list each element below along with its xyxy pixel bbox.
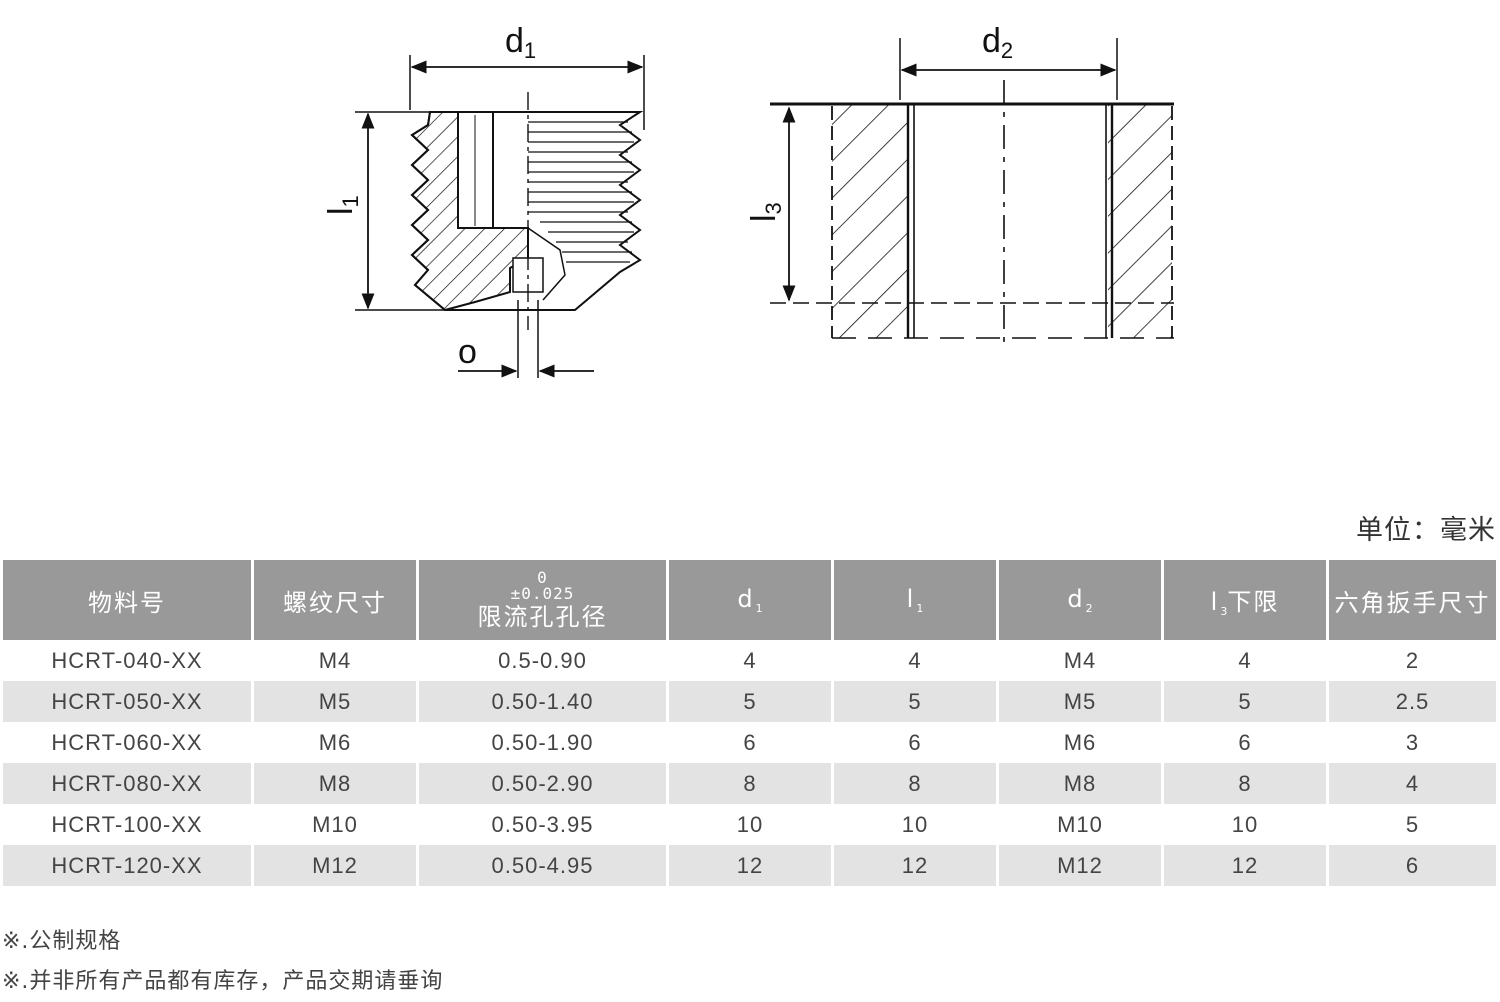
- cell-l1: 8: [834, 763, 999, 804]
- cell-d2: M4: [999, 640, 1164, 681]
- notes: ※.公制规格 ※.并非所有产品都有库存，产品交期请垂询: [2, 922, 443, 1002]
- cell-thread-size: M5: [254, 681, 419, 722]
- cell-l1: 10: [834, 804, 999, 845]
- cell-l3-min: 10: [1164, 804, 1329, 845]
- cell-l3-min: 12: [1164, 845, 1329, 886]
- cell-thread-size: M10: [254, 804, 419, 845]
- cell-d1: 10: [669, 804, 834, 845]
- cell-hex-key-size: 2.5: [1329, 681, 1496, 722]
- cell-orifice-diameter: 0.5-0.90: [419, 640, 669, 681]
- cell-hex-key-size: 6: [1329, 845, 1496, 886]
- cell-d2: M6: [999, 722, 1164, 763]
- header-d2: d2: [999, 560, 1164, 640]
- table-header-row: 物料号 螺纹尺寸 0 ±0.025 限流孔孔径 d1 l1 d2 l3下限 六角…: [3, 560, 1496, 640]
- header-thread-size: 螺纹尺寸: [254, 560, 419, 640]
- dim-l1-label: l1: [322, 195, 363, 215]
- cell-l1: 4: [834, 640, 999, 681]
- header-l3-min: l3下限: [1164, 560, 1329, 640]
- cell-part-no: HCRT-040-XX: [3, 640, 254, 681]
- cell-thread-size: M6: [254, 722, 419, 763]
- cell-hex-key-size: 2: [1405, 647, 1420, 673]
- cell-d1: 8: [669, 763, 834, 804]
- cell-part-no: HCRT-080-XX: [3, 763, 254, 804]
- cell-part-no: HCRT-100-XX: [3, 804, 254, 845]
- cell-orifice-diameter: 0.50-1.40: [419, 681, 669, 722]
- cell-d1: 12: [669, 845, 834, 886]
- header-l1: l1: [834, 560, 999, 640]
- cell-thread-size: M12: [254, 845, 419, 886]
- dim-l3-label: l3: [745, 202, 786, 222]
- cell-hex-key-size: 3: [1405, 729, 1420, 755]
- dim-d1-label: d1: [505, 22, 536, 63]
- spec-table: 物料号 螺纹尺寸 0 ±0.025 限流孔孔径 d1 l1 d2 l3下限 六角…: [3, 560, 1496, 886]
- cell-orifice-diameter: 0.50-4.95: [419, 845, 669, 886]
- cell-part-no: HCRT-060-XX: [3, 722, 254, 763]
- cell-l1: 5: [834, 681, 999, 722]
- header-tolerance-upper: 0: [537, 567, 548, 587]
- cell-l3-min: 8: [1164, 763, 1329, 804]
- mounting-hole-section-view: [770, 38, 1174, 346]
- cell-d2: M5: [999, 681, 1164, 722]
- cell-l1: 12: [834, 845, 999, 886]
- cell-orifice-diameter: 0.50-2.90: [419, 763, 669, 804]
- cell-l3-min: 5: [1164, 681, 1329, 722]
- cell-thread-size: M8: [254, 763, 419, 804]
- cell-l3-min: 6: [1164, 722, 1329, 763]
- header-orifice-label: 限流孔孔径: [477, 603, 608, 632]
- cell-d2: M8: [999, 763, 1164, 804]
- header-d1: d1: [669, 560, 834, 640]
- unit-label: 单位：毫米: [1356, 515, 1496, 546]
- note-stock: ※.并非所有产品都有库存，产品交期请垂询: [2, 969, 444, 994]
- cell-hex-key-size: 5: [1405, 811, 1420, 837]
- header-orifice-diameter: 0 ±0.025 限流孔孔径: [419, 560, 669, 640]
- cell-d1: 6: [669, 722, 834, 763]
- cell-l1: 6: [834, 722, 999, 763]
- cell-d1: 5: [669, 681, 834, 722]
- technical-drawing: d1 l1 o d2 l3: [322, 22, 1174, 378]
- header-tolerance-lower: ±0.025: [510, 584, 575, 604]
- dim-o-label: o: [458, 333, 477, 371]
- cell-part-no: HCRT-050-XX: [3, 681, 254, 722]
- cell-thread-size: M4: [254, 640, 419, 681]
- header-hex-key-size: 六角扳手尺寸: [1329, 560, 1496, 640]
- cell-orifice-diameter: 0.50-1.90: [419, 722, 669, 763]
- header-part-no: 物料号: [3, 560, 254, 640]
- cell-hex-key-size: 4: [1329, 763, 1496, 804]
- cell-d1: 4: [669, 640, 834, 681]
- dim-d2-label: d2: [982, 22, 1013, 63]
- cell-part-no: HCRT-120-XX: [3, 845, 254, 886]
- cell-d2: M12: [999, 845, 1164, 886]
- note-metric: ※.公制规格: [2, 929, 122, 954]
- cell-l3-min: 4: [1164, 640, 1329, 681]
- cell-d2: M10: [999, 804, 1164, 845]
- cell-orifice-diameter: 0.50-3.95: [419, 804, 669, 845]
- restrictor-section-view: [355, 55, 645, 378]
